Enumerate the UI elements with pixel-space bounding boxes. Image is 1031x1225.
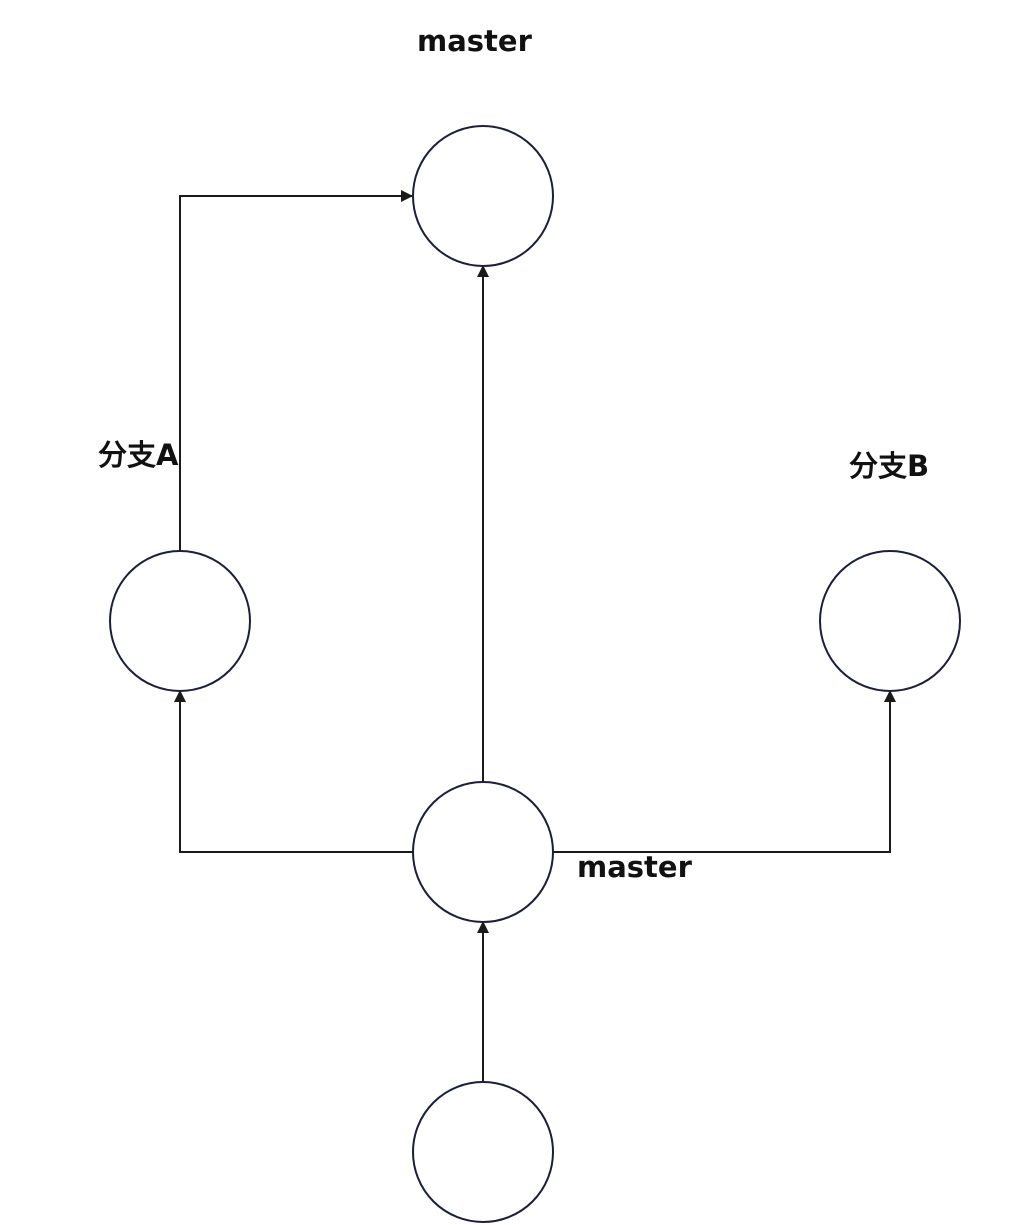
master-mid-label: master (577, 850, 693, 884)
master-commit-node[interactable] (412, 781, 554, 923)
edge-master-to-branch-a (174, 690, 413, 853)
master-top-label: master (417, 24, 533, 58)
root-commit-node[interactable] (412, 1081, 554, 1223)
branch-a-label: 分支A (98, 438, 179, 472)
edge-master-to-branch-b (553, 690, 896, 853)
merge-commit-node[interactable] (412, 125, 554, 267)
edge-branch-a-to-merge (179, 190, 413, 551)
branch-b-commit-node[interactable] (819, 550, 961, 692)
branch-b-label: 分支B (849, 449, 929, 483)
branch-a-commit-node[interactable] (109, 550, 251, 692)
